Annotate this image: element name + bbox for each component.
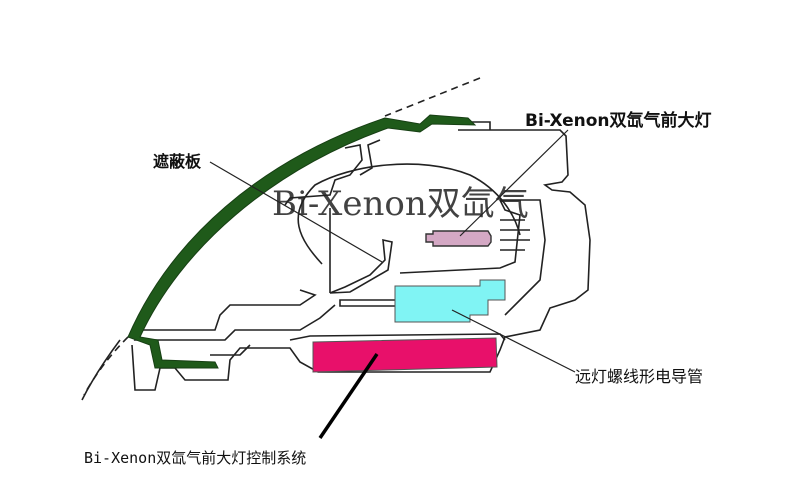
label-shield: 遮蔽板 <box>153 152 202 171</box>
outer-lens-dashed-lower <box>83 336 129 396</box>
outer-lens-edge <box>81 339 121 401</box>
control-unit <box>312 337 498 373</box>
label-control-system: Bi-Xenon双氙气前大灯控制系统 <box>84 449 307 467</box>
label-solenoid: 远灯螺线形电导管 <box>575 367 704 386</box>
bracket-outline <box>339 299 395 307</box>
leader-control <box>318 353 379 439</box>
upper-bracket-outline <box>284 144 363 206</box>
outer-lens-dashed <box>384 77 481 117</box>
bulb-mount-outline <box>399 199 546 316</box>
upper-clip-outline <box>359 139 381 176</box>
leader-solenoid <box>451 309 576 373</box>
diagram-title: Bi-Xenon双氙气前大灯 <box>525 111 712 131</box>
leader-title <box>459 129 569 237</box>
lower-clip-outline <box>210 344 251 356</box>
solenoid-block <box>394 279 506 323</box>
socket-fins <box>500 219 530 251</box>
lower-housing-outline <box>133 289 336 341</box>
watermark: Bi-Xenon双氙气 <box>272 184 529 224</box>
reflector-outline <box>297 163 521 265</box>
leader-shield <box>209 161 383 263</box>
lens-green <box>127 114 477 369</box>
shield-plate <box>329 238 393 294</box>
xenon-bulb <box>425 230 492 247</box>
control-unit-cover <box>289 333 506 341</box>
